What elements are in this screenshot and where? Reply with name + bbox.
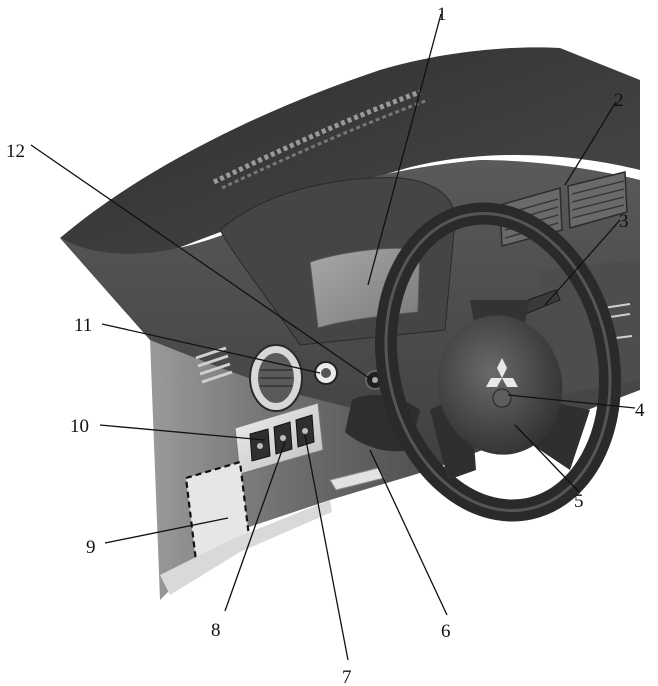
fuse-box-outline: [184, 460, 252, 563]
steering-wheel: [374, 202, 622, 522]
callout-2: 2: [614, 90, 624, 111]
callout-labels: 1 2 3 4 5 6 7 8 9 10 11 12: [6, 4, 645, 686]
callout-9: 9: [86, 537, 96, 558]
horn-button: [492, 388, 512, 408]
defroster-vent: [212, 89, 429, 190]
three-diamond-emblem-icon: [486, 358, 518, 387]
callout-7: 7: [342, 667, 352, 686]
side-vent-slats: [195, 346, 233, 384]
dashboard-top-surface: [60, 47, 640, 270]
callout-8: 8: [211, 620, 221, 641]
callout-6: 6: [441, 621, 451, 642]
switch-icons: [257, 428, 308, 449]
callout-3: 3: [619, 211, 629, 232]
hood-release: [329, 467, 385, 491]
leader-lines: [30, 13, 636, 661]
callout-4: 4: [635, 400, 645, 421]
callout-1: 1: [437, 4, 447, 25]
side-air-vent: [249, 344, 303, 412]
steering-hub: [437, 315, 563, 455]
callout-10: 10: [70, 416, 89, 437]
callout-12: 12: [6, 141, 25, 162]
callout-5: 5: [574, 491, 584, 512]
callout-11: 11: [74, 315, 92, 336]
floor-edge: [160, 500, 332, 595]
center-air-vents: [499, 171, 628, 247]
round-switch-item-11: [314, 361, 338, 385]
